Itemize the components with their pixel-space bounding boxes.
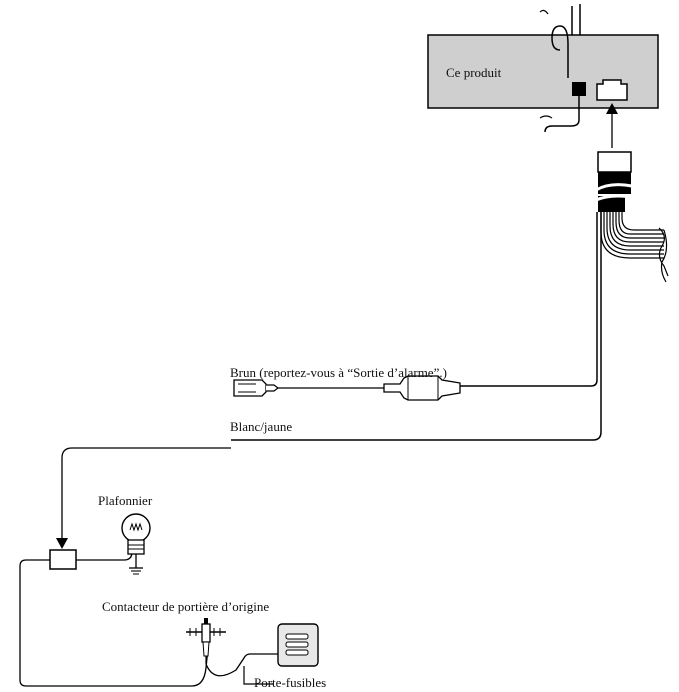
brown-wire xyxy=(233,375,461,401)
fuse-box-label: Porte-fusibles xyxy=(254,675,327,690)
dome-light-label: Plafonnier xyxy=(98,493,153,508)
relay-box xyxy=(49,549,77,570)
door-switch-label: Contacteur de portière d’origine xyxy=(102,599,270,614)
harness-bundle xyxy=(231,151,669,441)
white-yellow-wire-label: Blanc/jaune xyxy=(230,419,293,434)
white-yellow-wire xyxy=(56,447,231,549)
dome-light-icon xyxy=(76,513,151,575)
product-label: Ce produit xyxy=(446,65,502,80)
fuse-holder-icon xyxy=(243,623,319,685)
product-unit xyxy=(427,4,659,133)
insert-arrow xyxy=(606,103,618,148)
ground-loop-wire xyxy=(19,559,209,687)
brown-wire-label: Brun (reportez-vous à “Sortie d’alarme”.… xyxy=(230,365,447,380)
door-switch-icon xyxy=(186,618,278,677)
